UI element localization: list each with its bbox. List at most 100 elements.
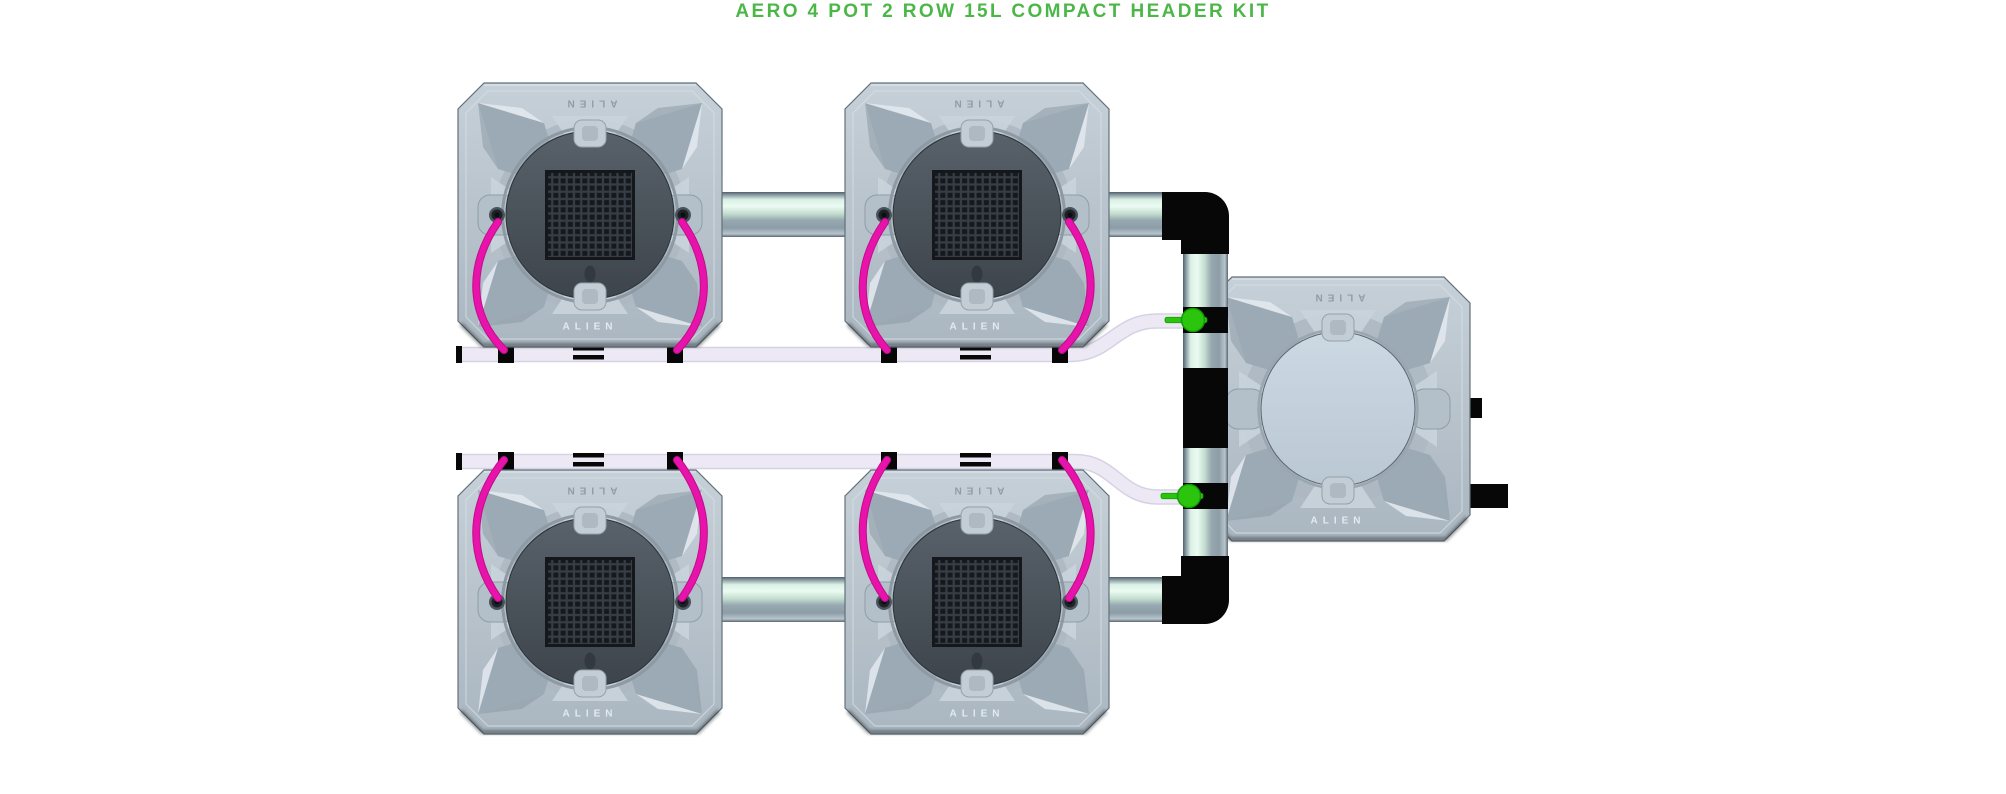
metal-pipe: [1100, 192, 1168, 237]
facet-highlight: [1226, 297, 1292, 317]
facet-shade: [478, 307, 544, 327]
facet-highlight: [865, 261, 885, 327]
vessel-shadow: [459, 322, 721, 347]
pot-2-right-tube: [1059, 219, 1094, 353]
mesh-vent: [932, 557, 1022, 647]
facet-highlight: [478, 490, 544, 510]
facet-shade: [865, 490, 885, 556]
manifold-pipes: [716, 192, 1168, 622]
metal-pipe: [1100, 577, 1168, 622]
facet-shade: [1069, 648, 1089, 714]
valve-top: [1164, 307, 1214, 333]
sprinkler-tubes: [472, 218, 1095, 602]
facet-highlight: [478, 648, 498, 714]
tube-port: [494, 212, 500, 218]
pot-2-left-tube: [859, 219, 890, 353]
riser-column: [1162, 192, 1229, 624]
facet-highlight: [865, 490, 931, 510]
facet-highlight: [865, 648, 885, 714]
lid-drain-hole: [584, 265, 596, 283]
facet-shade: [865, 103, 885, 169]
mesh-vent: [545, 557, 635, 647]
lid-drain-hole: [971, 652, 983, 670]
lid-clip: [969, 676, 985, 691]
facet-shade: [1430, 455, 1450, 521]
facet-highlight: [1069, 103, 1089, 169]
pipe-union-clip: [960, 346, 991, 351]
inner-rim: [852, 90, 1102, 340]
pot-4-right-tube: [1059, 457, 1094, 601]
facet-shade: [1384, 297, 1450, 317]
vessel-shadow: [846, 322, 1108, 347]
inner-rim: [852, 477, 1102, 727]
lid-clip: [582, 676, 598, 691]
facet-shade: [636, 103, 702, 123]
vessel-shadow: [459, 709, 721, 734]
lid-drain-hole: [584, 652, 596, 670]
lid-clip: [582, 126, 598, 141]
pipe-end-cap: [456, 346, 462, 363]
facet-shade: [1226, 501, 1292, 521]
pot-2: ALIEN ALIEN: [844, 82, 1110, 348]
brand-label-top: ALIEN: [950, 485, 1005, 496]
pot-4-left-tube: [859, 457, 890, 601]
bottom-row-return-pipe: [461, 455, 1184, 504]
facet-shade: [1226, 297, 1246, 363]
mesh-vent: [932, 170, 1022, 260]
pot-1-left-tube: [473, 219, 507, 353]
lid-clip: [969, 513, 985, 528]
facet-highlight: [636, 694, 702, 714]
vessel-shadow: [846, 709, 1108, 734]
brand-label-bottom: ALIEN: [1311, 516, 1366, 527]
pot-3-right-tube: [674, 457, 707, 601]
mesh-vent: [545, 170, 635, 260]
pot-3-left-tube: [473, 457, 507, 601]
pot-1-right-tube: [674, 219, 707, 353]
facet-shade: [478, 103, 498, 169]
pipe-union-clip: [573, 346, 604, 351]
facet-shade: [865, 307, 931, 327]
valve-knob: [1176, 483, 1202, 509]
lid-clip: [969, 289, 985, 304]
facet-shade: [682, 648, 702, 714]
facet-highlight: [1023, 307, 1089, 327]
tube-port: [881, 212, 887, 218]
brand-label-bottom: ALIEN: [563, 322, 618, 333]
inner-rim: [465, 477, 715, 727]
brand-label-top: ALIEN: [950, 98, 1005, 109]
facet-highlight: [478, 103, 544, 123]
brand-label-bottom: ALIEN: [950, 322, 1005, 333]
pipe-union-clip: [960, 453, 991, 458]
valve-bottom: [1160, 483, 1210, 509]
lid-clip: [582, 513, 598, 528]
facet-shade: [636, 490, 702, 510]
elbow-top-right: [1162, 192, 1229, 254]
brand-label-top: ALIEN: [1311, 292, 1366, 303]
metal-pipe: [716, 577, 852, 622]
facet-highlight: [636, 307, 702, 327]
pipe-end-cap: [456, 453, 462, 470]
pipe-union-clip: [573, 355, 604, 360]
facet-shade: [1023, 103, 1089, 123]
facet-highlight: [1023, 694, 1089, 714]
tube-port: [680, 212, 686, 218]
brand-label-bottom: ALIEN: [563, 709, 618, 720]
facet-highlight: [1226, 455, 1246, 521]
elbow-bottom-right: [1162, 556, 1229, 624]
lid-clip: [969, 126, 985, 141]
tank-outlet-stub: [1466, 484, 1508, 508]
top-row-return-pipe: [461, 314, 1186, 361]
header-tank: ALIEN ALIEN: [1205, 276, 1471, 542]
riser-black-segment: [1183, 368, 1228, 448]
lid-clip: [1330, 320, 1346, 335]
metal-pipe: [716, 192, 852, 237]
facet-highlight: [1430, 297, 1450, 363]
pipe-union-clip: [960, 462, 991, 467]
lid-clip: [582, 289, 598, 304]
lid-clip: [1330, 483, 1346, 498]
